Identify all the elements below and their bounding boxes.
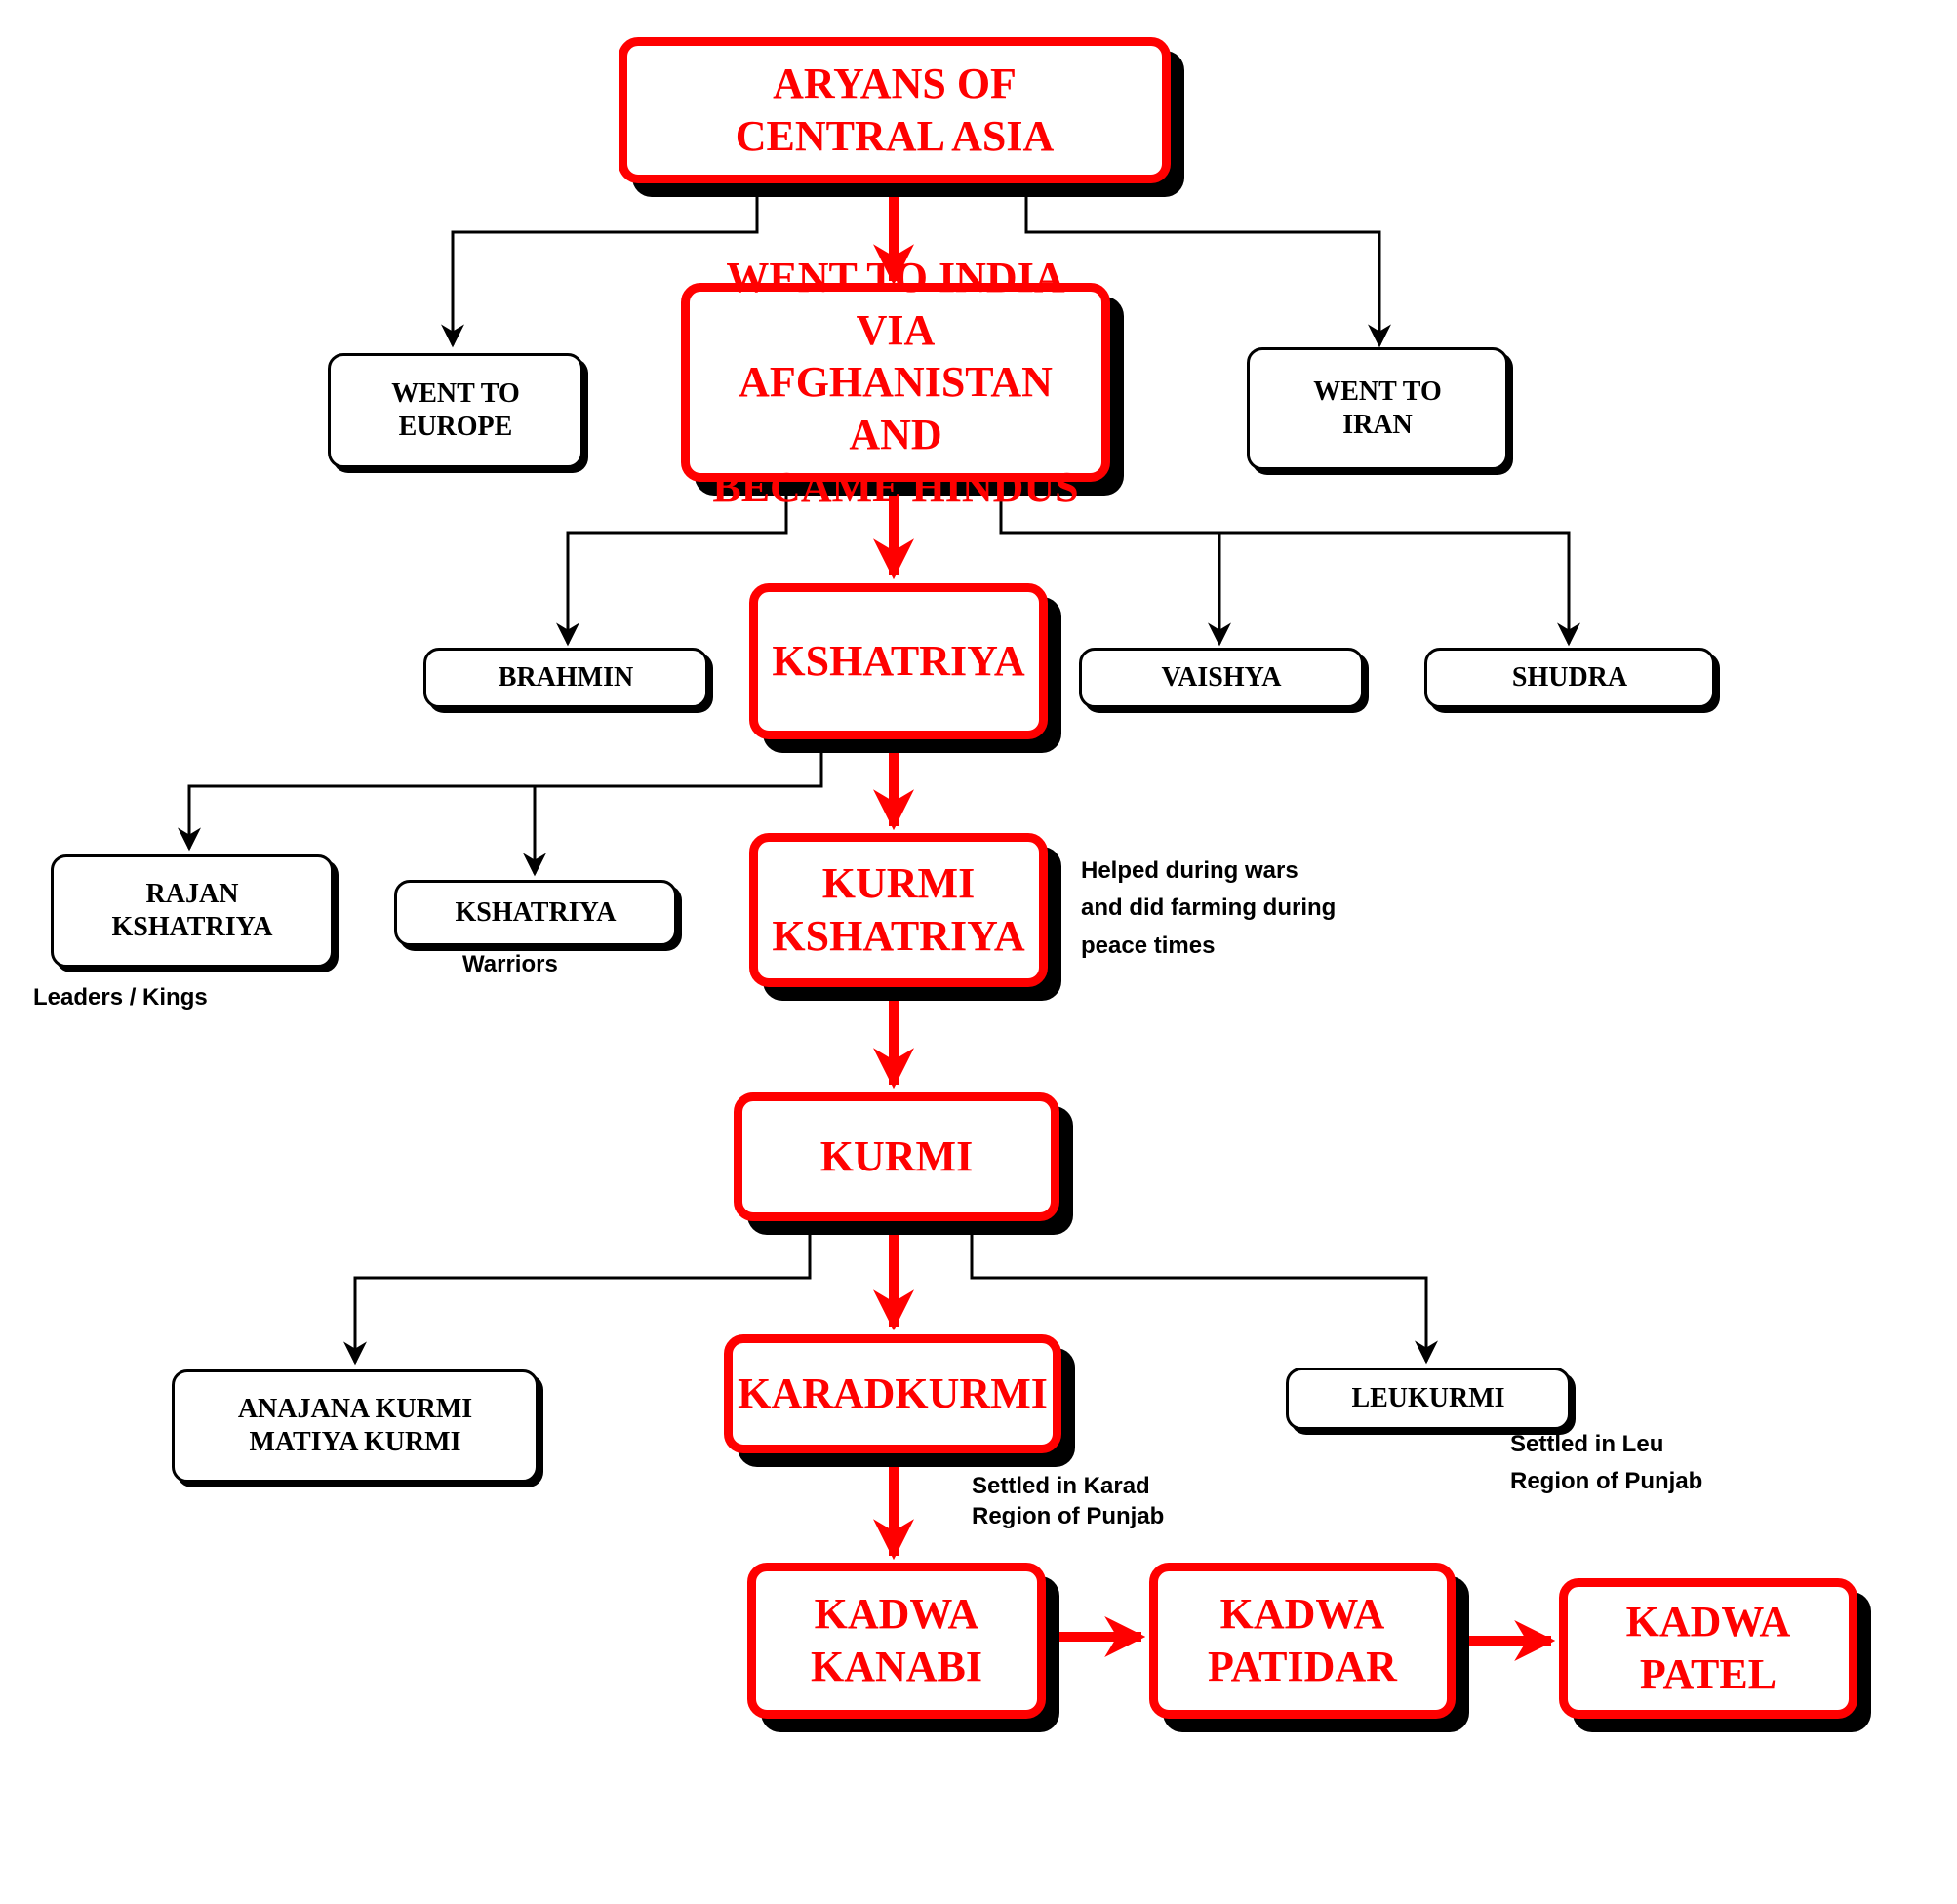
node-kadwa-patidar-label: KADWA PATIDAR bbox=[1208, 1590, 1397, 1690]
note-settled-leu: Settled in Leu Region of Punjab bbox=[1510, 1431, 1703, 1495]
node-leukurmi-label: LEUKURMI bbox=[1351, 1382, 1505, 1413]
node-aryans: ARYANS OF CENTRAL ASIA bbox=[619, 37, 1171, 183]
node-went-to-india: WENT TO INDIA VIA AFGHANISTAN AND BECAME… bbox=[681, 254, 1110, 511]
node-brahmin: BRAHMIN bbox=[423, 648, 708, 708]
node-karadkurmi: KARADKURMI bbox=[724, 1334, 1061, 1453]
node-kadwa-patel-label: KADWA PATEL bbox=[1625, 1598, 1791, 1698]
node-kurmi: KURMI bbox=[734, 1092, 1059, 1221]
node-rajan-kshatriya-label: RAJAN KSHATRIYA bbox=[111, 878, 273, 942]
node-kshatriya-warriors: KSHATRIYA bbox=[394, 880, 677, 946]
node-went-to-europe: WENT TO EUROPE bbox=[328, 353, 583, 468]
node-went-to-iran: WENT TO IRAN bbox=[1247, 347, 1508, 470]
branch-to-leukurmi bbox=[970, 1221, 1438, 1365]
node-vaishya-label: VAISHYA bbox=[1161, 661, 1282, 693]
node-karadkurmi-label: KARADKURMI bbox=[738, 1369, 1048, 1418]
branch-to-anajana bbox=[343, 1221, 812, 1366]
note-leaders-kings: Leaders / Kings bbox=[33, 984, 208, 1011]
node-shudra-label: SHUDRA bbox=[1511, 661, 1628, 693]
node-went-to-india-label: WENT TO INDIA VIA AFGHANISTAN AND BECAME… bbox=[712, 253, 1079, 511]
node-aryans-label: ARYANS OF CENTRAL ASIA bbox=[735, 60, 1055, 160]
node-vaishya: VAISHYA bbox=[1079, 648, 1364, 708]
node-kshatriya-label: KSHATRIYA bbox=[772, 637, 1025, 686]
node-leukurmi: LEUKURMI bbox=[1286, 1368, 1571, 1430]
node-went-to-iran-label: WENT TO IRAN bbox=[1313, 376, 1442, 440]
node-kadwa-patel: KADWA PATEL bbox=[1559, 1578, 1857, 1719]
node-kadwa-kanabi-label: KADWA KANABI bbox=[810, 1590, 983, 1690]
node-kurmi-label: KURMI bbox=[819, 1132, 974, 1181]
node-kadwa-patidar: KADWA PATIDAR bbox=[1149, 1563, 1456, 1719]
node-kshatriya: KSHATRIYA bbox=[749, 583, 1048, 739]
branch-to-europe bbox=[441, 195, 759, 348]
note-helped-during-wars: Helped during wars and did farming durin… bbox=[1081, 857, 1337, 959]
node-rajan-kshatriya: RAJAN KSHATRIYA bbox=[51, 854, 334, 968]
note-warriors: Warriors bbox=[462, 951, 558, 977]
branch-to-brahmin bbox=[556, 488, 788, 647]
node-kshatriya-warriors-label: KSHATRIYA bbox=[455, 896, 617, 928]
node-anajana-kurmi: ANAJANA KURMI MATIYA KURMI bbox=[172, 1369, 539, 1483]
node-kurmi-kshatriya: KURMI KSHATRIYA bbox=[749, 833, 1048, 987]
node-went-to-europe-label: WENT TO EUROPE bbox=[391, 377, 520, 442]
node-shudra: SHUDRA bbox=[1424, 648, 1715, 708]
node-brahmin-label: BRAHMIN bbox=[498, 661, 634, 693]
branch-to-iran bbox=[1024, 195, 1391, 348]
branch-to-rajan bbox=[178, 747, 823, 852]
node-anajana-kurmi-label: ANAJANA KURMI MATIYA KURMI bbox=[237, 1393, 473, 1457]
note-settled-karad: Settled in Karad Region of Punjab bbox=[972, 1473, 1165, 1530]
node-kurmi-kshatriya-label: KURMI KSHATRIYA bbox=[772, 859, 1025, 960]
node-kadwa-kanabi: KADWA KANABI bbox=[747, 1563, 1046, 1719]
